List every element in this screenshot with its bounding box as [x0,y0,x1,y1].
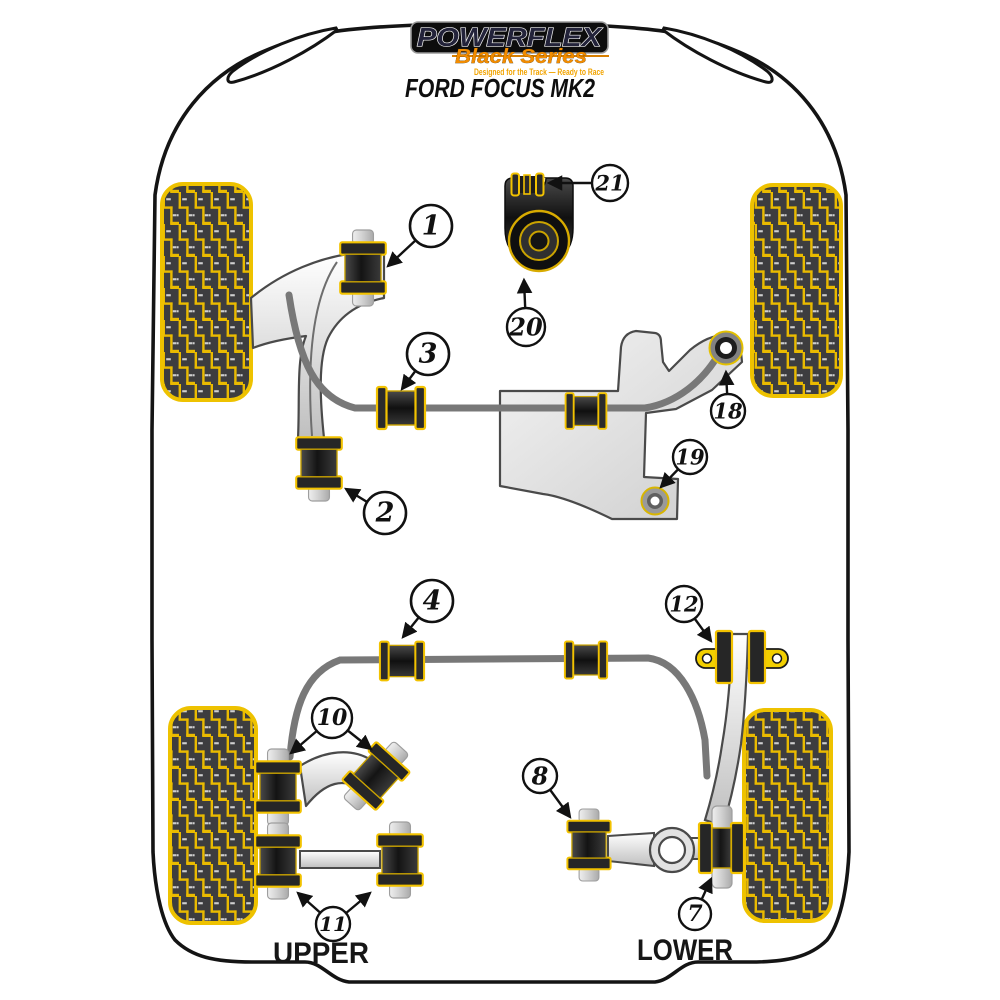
bushing-4-rear-arb [378,640,426,682]
logo-series-text: Black Series [455,46,587,68]
callout-18: 18 [709,392,747,430]
bushing-19-round [640,486,670,516]
bushing-21-small [510,172,545,197]
callout-20-number: 20 [508,313,543,342]
callout-18-number: 18 [713,399,743,424]
callout-8: 8 [521,757,559,795]
rear-arb-clamp-bushing [563,640,609,680]
callout-21-number: 21 [594,171,624,196]
bushing-11-left [254,821,302,901]
bushing-7-trailing-arm [697,805,746,889]
callout-21: 21 [590,163,630,203]
engine-mount-assembly [504,172,574,273]
tire-rear-left [168,706,258,925]
rear-anti-roll-bar [286,654,711,780]
callout-19-number: 19 [675,445,705,470]
callout-10-number: 10 [317,705,348,731]
bushing-1-upper-arm-front [339,228,387,308]
bushing-3-arb-bush [375,385,427,431]
callout-4-number: 4 [423,586,442,617]
callout-11: 11 [314,905,352,943]
vehicle-title: FORD FOCUS MK2 [405,73,595,103]
callout-19: 19 [671,438,709,476]
logo-plate [410,21,609,54]
callout-20: 20 [505,306,547,348]
front-wishbone-arm [249,252,386,440]
callout-12-number: 12 [669,592,698,617]
front-arb-clamp-bushing [564,392,608,430]
logo-tagline-text: Designed for the Track — Ready to Race [474,67,604,77]
front-arm-detail-line [309,261,338,437]
front-anti-roll-bar [285,291,724,412]
callout-circles: 1 2 3 4 7 8 10 11 [310,163,747,943]
callout-8-number: 8 [531,762,549,791]
callout-1-number: 1 [422,211,441,242]
bushing-18-round [708,330,744,366]
powerflex-logo: POWERFLEX Black Series Designed for the … [410,21,609,77]
callout-11-number: 11 [319,912,347,936]
rear-lower-link [299,850,381,869]
callout-1: 1 [408,203,454,249]
bushing-10-left [254,747,302,827]
bushing-8-lower-arm [566,808,612,882]
callout-3-number: 3 [419,339,438,370]
logo-primary-text: POWERFLEX [417,22,603,52]
callout-4: 4 [409,578,455,624]
bushing-20-round [507,209,571,273]
callout-2: 2 [362,490,408,536]
callout-2-number: 2 [375,498,395,529]
callout-7-number: 7 [687,901,703,927]
right-mirror-shape [661,26,774,84]
tire-front-left [160,182,253,402]
rear-lower-arm [607,826,703,874]
callout-7: 7 [677,896,713,932]
bushing-12-flanges [714,629,767,685]
tire-front-right [750,183,843,398]
callout-3: 3 [405,331,451,377]
tire-rear-right [742,708,833,923]
callout-10: 10 [310,696,354,740]
bushing-11-right [376,820,424,900]
label-lower: LOWER [637,934,733,967]
label-upper: UPPER [273,937,369,970]
left-mirror-shape [226,26,339,84]
callout-12: 12 [664,584,704,624]
